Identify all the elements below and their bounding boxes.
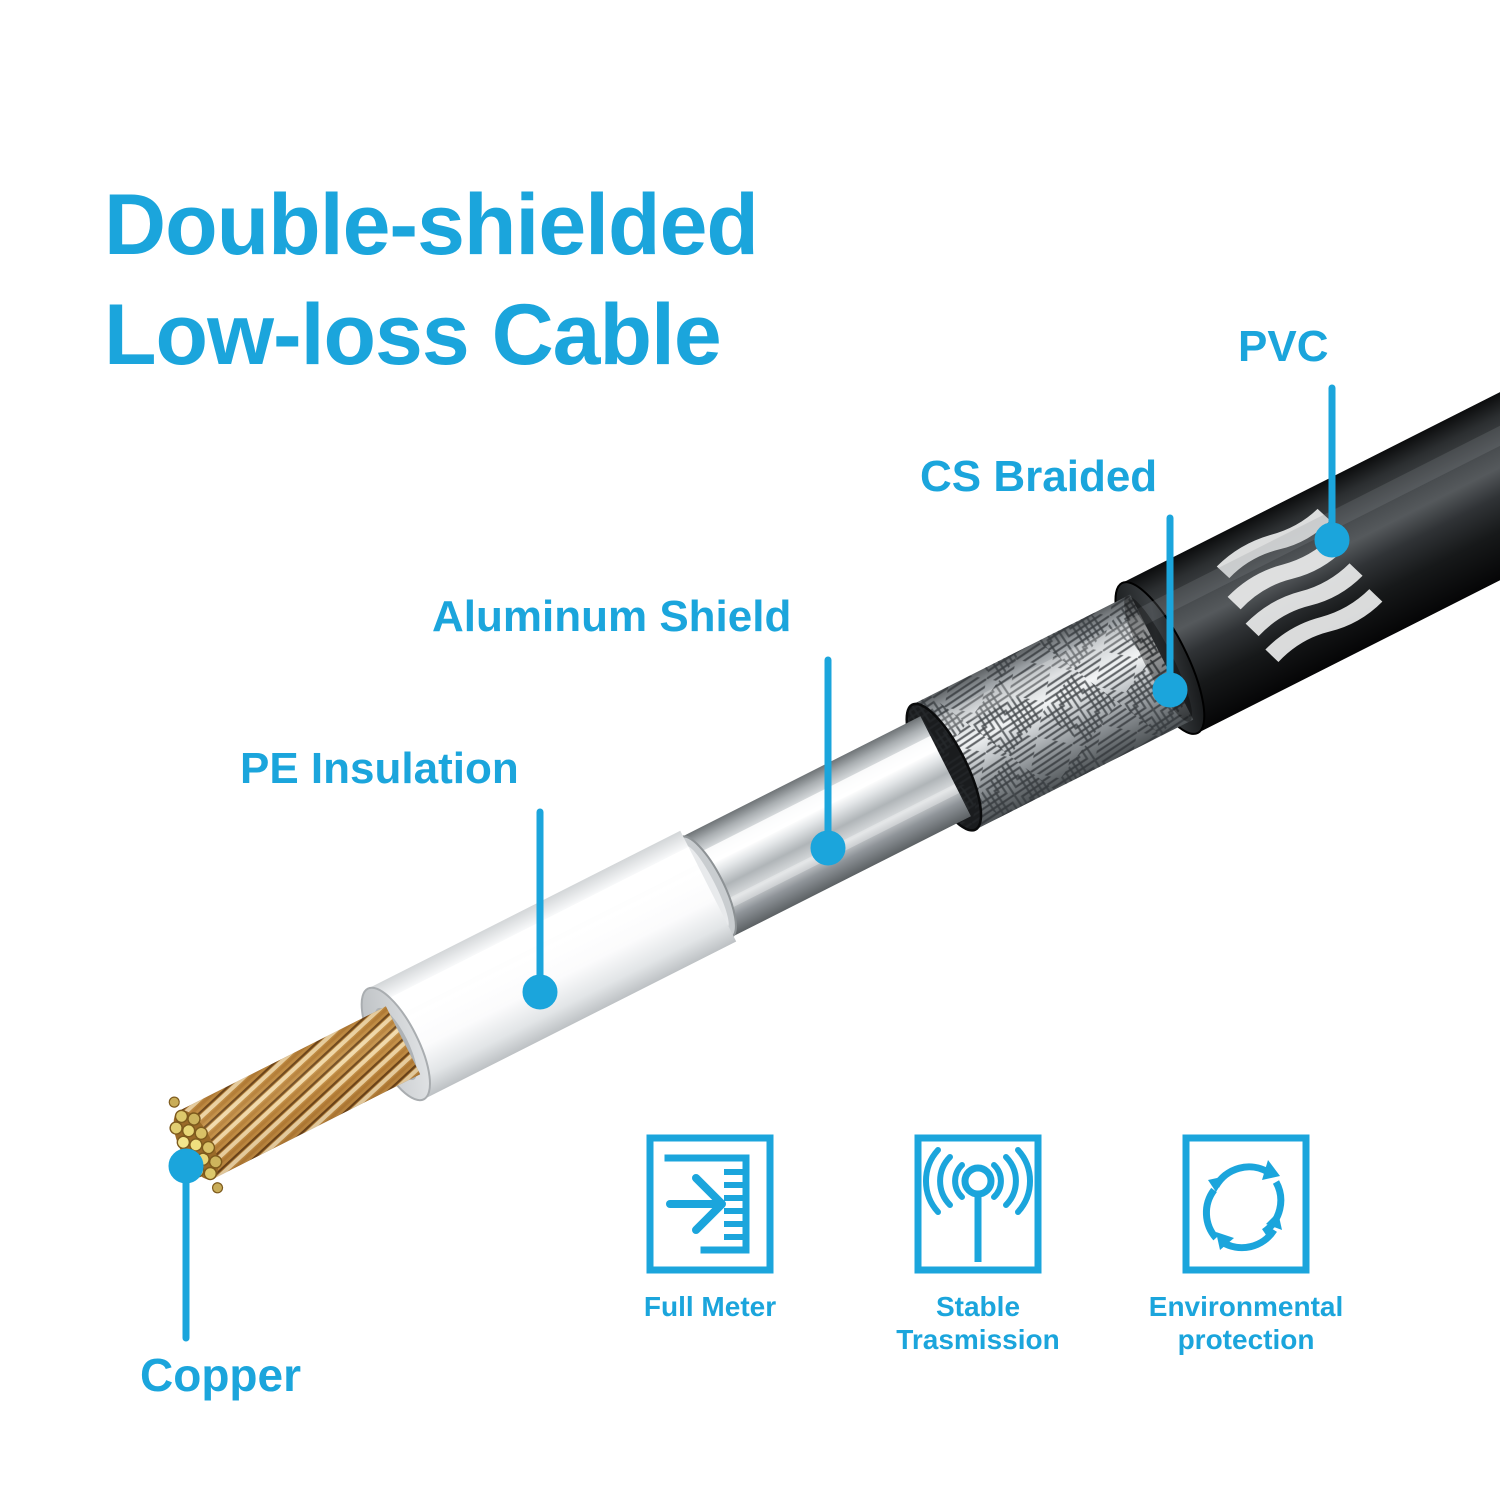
leader-copper <box>168 1148 204 1342</box>
feature-stable-transmission: Stable Trasmission <box>896 1134 1060 1356</box>
callout-label-pvc: PVC <box>1238 322 1329 371</box>
feature-list: Full Meter Stable Trasmission <box>636 1134 1406 1356</box>
page-title: Double-shielded Low-loss Cable <box>104 170 984 390</box>
leader-pvc <box>1314 384 1350 558</box>
title-line-2: Low-loss Cable <box>104 286 722 383</box>
callout-label-pe-insulation: PE Insulation <box>240 744 519 793</box>
feature-caption-stable-transmission: Stable Trasmission <box>896 1291 1060 1356</box>
dot-marker-cs-braided <box>1152 672 1188 708</box>
feature-caption-environmental-protection: Environmental protection <box>1148 1291 1344 1356</box>
feature-caption-full-meter: Full Meter <box>643 1291 777 1322</box>
jacket-print-mark <box>1216 508 1383 662</box>
dot-marker-aluminum-shield <box>810 830 846 866</box>
dot-marker-pvc <box>1314 522 1350 558</box>
antenna-signal-icon <box>914 1134 1042 1274</box>
leader-aluminum-shield <box>810 656 846 866</box>
callout-label-aluminum-shield: Aluminum Shield <box>432 592 792 641</box>
feature-environmental-protection: Environmental protection <box>1149 1134 1343 1356</box>
callout-label-cs-braided: CS Braided <box>920 452 1158 501</box>
feature-full-meter: Full Meter <box>636 1134 784 1356</box>
callout-leaders <box>168 384 1350 1342</box>
recycle-arrows-icon <box>1182 1134 1310 1274</box>
ruler-arrow-icon <box>646 1134 774 1274</box>
cable-layer-copper-core <box>168 1006 421 1194</box>
dot-marker-copper <box>168 1148 204 1184</box>
title-line-1: Double-shielded <box>104 176 759 273</box>
leader-cs-braided <box>1152 514 1188 708</box>
leader-pe-insulation <box>522 808 558 1010</box>
callout-label-copper: Copper <box>140 1349 301 1401</box>
dot-marker-pe-insulation <box>522 974 558 1010</box>
